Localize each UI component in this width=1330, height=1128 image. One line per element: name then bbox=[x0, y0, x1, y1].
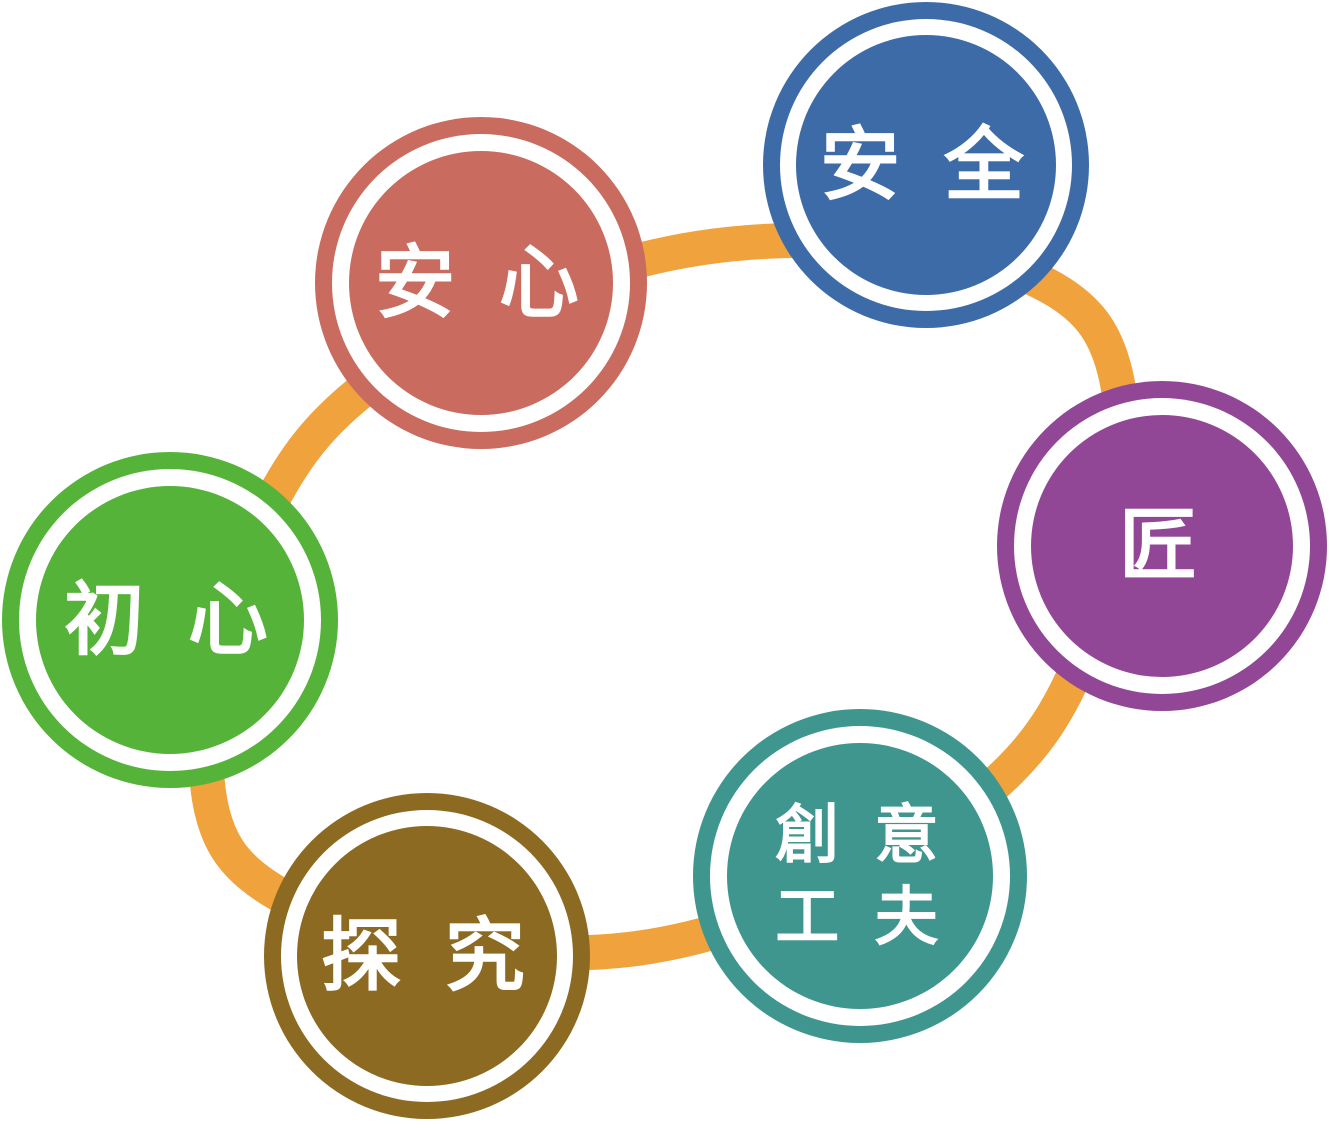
node-anzen: 安 全 bbox=[763, 2, 1089, 328]
node-anzen-label: 安 全 bbox=[820, 119, 1032, 212]
node-anzen-core bbox=[796, 35, 1056, 295]
node-tankyuu: 探 究 bbox=[264, 793, 590, 1119]
node-soui-kufuu: 創 意 工 夫 bbox=[693, 709, 1027, 1043]
node-takumi-core bbox=[1031, 415, 1293, 677]
node-takumi: 匠 bbox=[997, 381, 1327, 711]
node-anshin: 安 心 bbox=[315, 117, 647, 449]
node-soui-kufuu-core bbox=[727, 743, 993, 1009]
node-shoshin-label: 初 心 bbox=[64, 574, 276, 667]
node-tankyuu-label: 探 究 bbox=[321, 910, 533, 1003]
node-shoshin: 初 心 bbox=[2, 452, 338, 788]
orange-ring bbox=[188, 222, 1141, 971]
node-shoshin-core bbox=[36, 486, 304, 754]
node-anshin-core bbox=[349, 151, 613, 415]
node-takumi-label: 匠 bbox=[1119, 501, 1205, 591]
node-anshin-label: 安 心 bbox=[375, 237, 587, 330]
node-soui-kufuu-label-line2: 工 夫 bbox=[775, 881, 944, 955]
node-tankyuu-core bbox=[297, 826, 557, 1086]
node-soui-kufuu-label-line1: 創 意 bbox=[775, 799, 944, 873]
